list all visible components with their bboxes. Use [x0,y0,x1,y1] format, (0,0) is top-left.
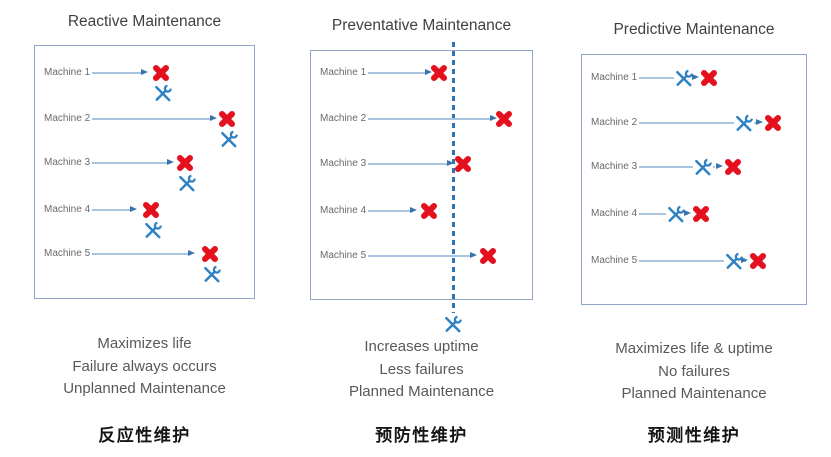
machine-label: Machine 2 [591,117,638,128]
failure-x-icon [176,154,194,172]
panel-title: Preventative Maintenance [331,17,512,34]
timeline-line [92,253,188,255]
arrowhead-icon [692,74,699,80]
failure-x-icon [700,69,718,87]
tools-icon [443,314,463,334]
caption-line: Planned Maintenance [621,385,767,402]
scheduled-maintenance-line [451,42,455,313]
arrowhead-icon [716,163,723,169]
arrowhead-icon [490,115,497,121]
failure-x-icon [420,202,438,220]
caption-line: No failures [658,362,730,380]
panel-reactive: Reactive Maintenance Machine 1 Machine 2… [34,0,255,457]
arrowhead-icon [210,115,217,121]
arrowhead-icon [756,119,763,125]
machine-label: Machine 3 [320,158,367,169]
tools-icon [219,129,239,149]
arrowhead-icon [141,69,148,75]
timeline-line [92,72,141,74]
failure-x-icon [152,64,170,82]
caption-block: Maximizes life & uptime No failures Plan… [569,338,819,406]
machine-label: Machine 3 [591,161,638,172]
caption-chinese: 预防性维护 [375,426,468,445]
tools-icon [177,173,197,193]
timeline-line [639,260,724,262]
caption-block: Increases uptime Less failures Planned M… [298,336,545,404]
machine-label: Machine 5 [320,250,367,261]
arrowhead-icon [167,159,174,165]
tools-icon [153,83,173,103]
arrowhead-icon [188,250,195,256]
timeline-line [92,162,167,164]
panel-predictive: Predictive Maintenance Machine 1 Machine… [581,0,807,457]
caption-line: Maximizes life & uptime [615,340,773,357]
tools-icon [674,68,694,88]
arrowhead-icon [130,206,137,212]
arrowhead-icon [684,210,691,216]
timeline-line [639,166,693,168]
caption-chinese: 反应性维护 [98,426,191,445]
caption-line: Failure always occurs [72,357,217,375]
caption-chinese: 预测性维护 [647,426,741,445]
machine-label: Machine 1 [320,67,367,78]
timeline-line [368,255,470,257]
machine-box: Machine 1 Machine 2 Machine 3 Machine 4 … [34,45,255,299]
panel-title: Reactive Maintenance [67,13,222,30]
failure-x-icon [749,252,767,270]
arrowhead-icon [470,252,477,258]
timeline-line [92,118,210,120]
caption-block: Maximizes life Failure always occurs Unp… [22,333,267,401]
machine-label: Machine 1 [591,72,638,83]
timeline-line [713,166,715,168]
failure-x-icon [430,64,448,82]
machine-box: Machine 1 Machine 2 Machine 3 Machine 4 … [581,54,807,305]
failure-x-icon [764,114,782,132]
caption-line: Unplanned Maintenance [63,380,226,397]
tools-icon [724,251,744,271]
timeline-line [92,209,130,211]
failure-x-icon [142,201,160,219]
machine-label: Machine 5 [591,255,638,266]
caption-line: Planned Maintenance [348,383,495,400]
timeline-line [368,72,425,74]
failure-x-icon [495,110,513,128]
arrowhead-icon [410,207,417,213]
machine-label: Machine 1 [44,67,91,78]
timeline-line [368,163,447,165]
failure-x-icon [454,155,472,173]
timeline-line [639,213,666,215]
failure-x-icon [201,245,219,263]
tools-icon [666,204,686,224]
machine-label: Machine 3 [44,157,91,168]
panel-preventative: Preventative Maintenance Machine 1 Machi… [310,0,533,457]
tools-icon [143,220,163,240]
failure-x-icon [724,158,742,176]
timeline-line [368,118,490,120]
timeline-line [639,122,734,124]
arrowhead-icon [425,69,432,75]
tools-icon [202,264,222,284]
machine-label: Machine 2 [320,113,367,124]
machine-label: Machine 2 [44,113,91,124]
machine-label: Machine 5 [44,248,91,259]
timeline-line [754,122,756,124]
tools-icon [734,113,754,133]
arrowhead-icon [447,160,454,166]
panel-title: Predictive Maintenance [613,21,775,38]
machine-box: Machine 1 Machine 2 Machine 3 Machine 4 … [310,42,533,333]
machine-label: Machine 4 [320,205,367,216]
timeline-line [639,77,674,79]
failure-x-icon [692,205,710,223]
failure-x-icon [218,110,236,128]
tools-icon [693,157,713,177]
caption-line: Maximizes life [97,335,192,352]
arrowhead-icon [741,257,748,263]
caption-line: Less failures [379,360,464,378]
machine-label: Machine 4 [591,208,638,219]
caption-line: Increases uptime [364,338,479,355]
timeline-line [368,210,410,212]
machine-label: Machine 4 [44,204,91,215]
failure-x-icon [479,247,497,265]
